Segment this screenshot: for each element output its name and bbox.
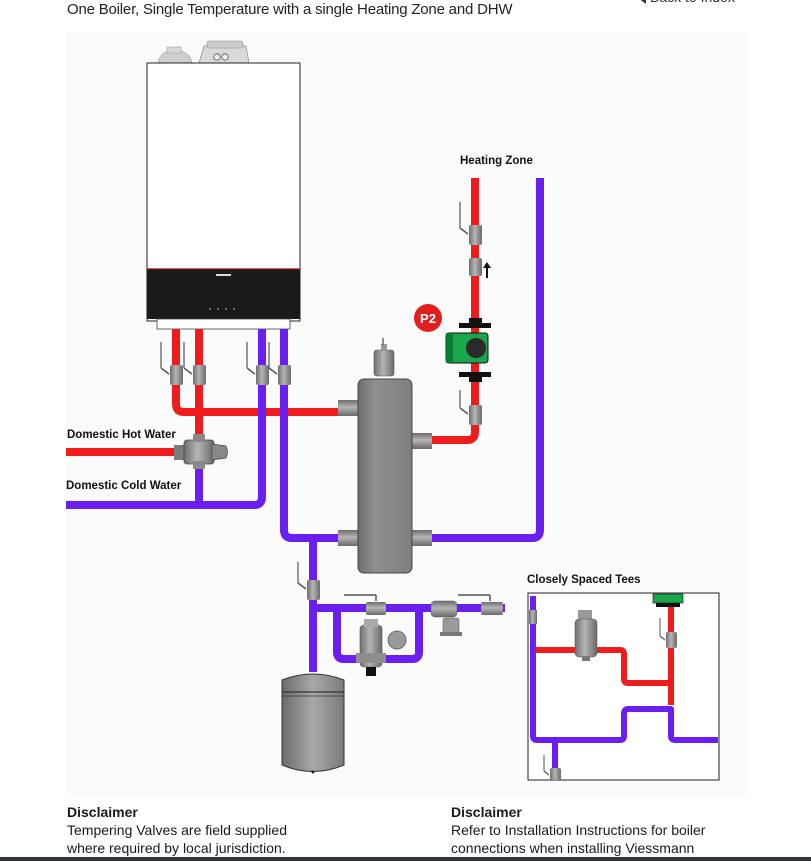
pipe-boiler-return	[280, 329, 344, 542]
pressure-reducing-valve	[356, 619, 407, 676]
disclaimer-text-line: connections when installing Viessmann	[451, 840, 695, 856]
pipe-domestic-cold-water	[66, 329, 266, 509]
disclaimer-text-line: Refer to Installation Instructions for b…	[451, 822, 706, 838]
inset-supply-pipe	[531, 647, 671, 686]
ball-valve	[183, 342, 206, 385]
ball-valve	[344, 594, 386, 615]
disclaimer-text-line: Tempering Valves are field supplied	[67, 822, 287, 838]
boiler-logo	[216, 274, 231, 276]
ball-valve	[246, 342, 269, 385]
tempering-valve	[174, 434, 228, 469]
ball-valves	[160, 202, 503, 615]
pump-badge-label: P2	[420, 311, 436, 326]
return-piping	[66, 178, 544, 672]
ball-valve	[458, 594, 503, 615]
ball-valve	[268, 342, 291, 385]
air-vent	[373, 349, 395, 377]
pipe-heating-zone-return	[430, 178, 544, 542]
boiler-indicator-leds	[209, 308, 235, 310]
back-arrow-icon	[638, 0, 646, 5]
ball-valve	[297, 562, 320, 600]
inset-ball-valve	[659, 618, 677, 648]
closely-spaced-tees-inset	[527, 592, 720, 781]
disclaimer-text-line: where required by local jurisdiction.	[67, 840, 286, 856]
disclaimer-heading: Disclaimer	[451, 804, 522, 820]
boiler-connection-bracket	[156, 318, 291, 330]
bottom-toolbar-edge	[0, 857, 811, 861]
inset-pump	[652, 593, 684, 607]
disclaimer-heading: Disclaimer	[67, 804, 138, 820]
pressure-gauge	[387, 630, 407, 650]
hydraulic-separator	[338, 338, 432, 574]
flow-direction-arrow-icon	[483, 262, 491, 278]
boiler	[146, 40, 301, 330]
expansion-tank	[281, 673, 345, 774]
back-to-index-link[interactable]: Back to Index	[638, 0, 735, 5]
inset-ball-valve	[543, 755, 561, 780]
inset-air-separator	[574, 610, 598, 661]
boiler-control-panel	[147, 269, 300, 319]
flow-check-valve	[469, 258, 482, 276]
disclaimer-installation: Disclaimer Refer to Installation Instruc…	[451, 803, 705, 857]
back-link-label: Back to Index	[650, 0, 735, 5]
ball-valve	[459, 202, 482, 245]
pipe-boiler-supply	[172, 329, 344, 416]
ball-valve	[459, 390, 482, 425]
backflow-preventer	[430, 600, 462, 636]
ball-valve	[160, 342, 183, 385]
boiler-flue-small-cap	[166, 46, 182, 54]
domestic-cold-water-label: Domestic Cold Water	[66, 480, 182, 492]
pump-badge: P2	[414, 304, 442, 332]
pipe-heating-zone-supply	[430, 178, 479, 444]
closely-spaced-tees-label: Closely Spaced Tees	[527, 574, 641, 586]
boiler-flue-port-1	[213, 53, 221, 61]
boiler-flue-port-2	[221, 53, 229, 61]
heating-zone-label: Heating Zone	[460, 155, 533, 167]
page-subtitle: One Boiler, Single Temperature with a si…	[67, 1, 513, 18]
circulator-pump	[445, 318, 491, 382]
domestic-hot-water-label: Domestic Hot Water	[67, 429, 176, 441]
disclaimer-tempering-valves: Disclaimer Tempering Valves are field su…	[67, 803, 287, 857]
boiler-flue-cap	[206, 40, 244, 49]
inset-return-pipe	[530, 596, 718, 743]
